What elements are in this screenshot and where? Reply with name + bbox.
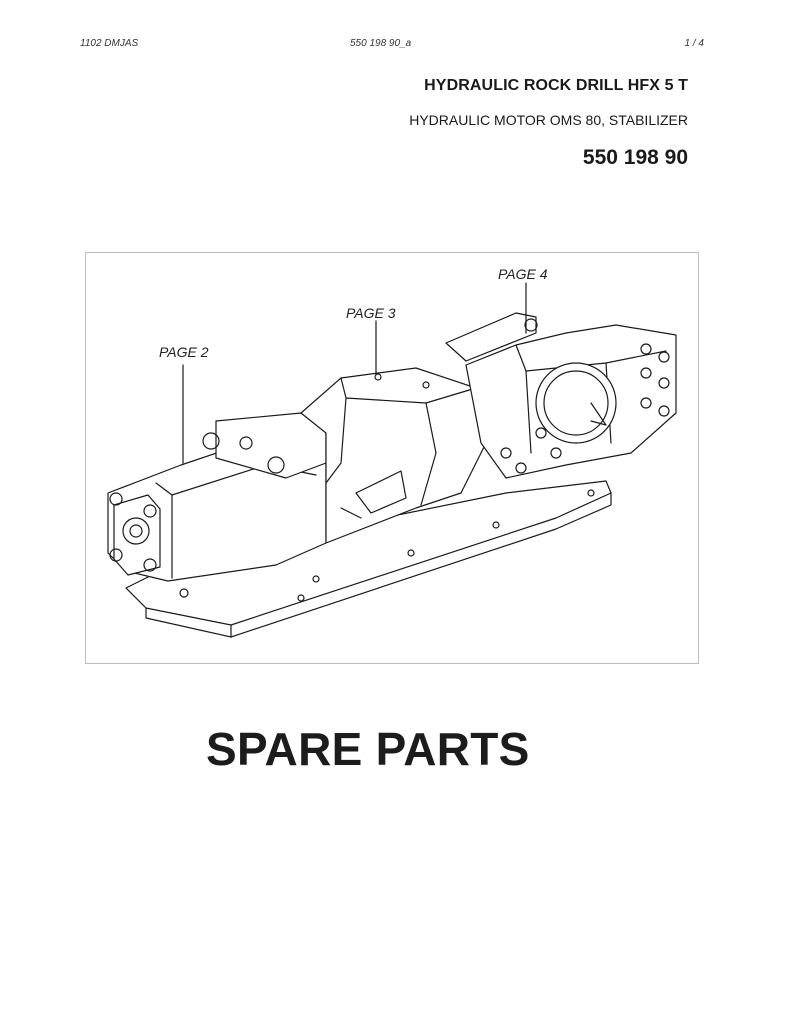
header-document-number: 550 198 90_a bbox=[350, 38, 412, 49]
document-subtitle: HYDRAULIC MOTOR OMS 80, STABILIZER bbox=[409, 112, 688, 128]
document-title: HYDRAULIC ROCK DRILL HFX 5 T bbox=[424, 77, 688, 94]
callout-page-2: PAGE 2 bbox=[159, 344, 209, 360]
motor-end-plate bbox=[113, 494, 161, 576]
assembly-drawing: PAGE 4 PAGE 3 PAGE 2 bbox=[85, 252, 699, 664]
main-housing bbox=[300, 367, 487, 544]
callout-page-3: PAGE 3 bbox=[346, 305, 396, 321]
header-page-number: 1 / 4 bbox=[684, 38, 704, 49]
base-plate-side bbox=[145, 492, 612, 638]
part-number: 550 198 90 bbox=[582, 146, 688, 169]
stabilizer-cap bbox=[535, 362, 617, 444]
header-doc-code: 1102 DMJAS bbox=[80, 38, 139, 49]
spare-parts-heading: SPARE PARTS bbox=[206, 723, 530, 775]
callout-page-4: PAGE 4 bbox=[498, 266, 548, 282]
assembly-drawing-svg bbox=[107, 282, 677, 638]
